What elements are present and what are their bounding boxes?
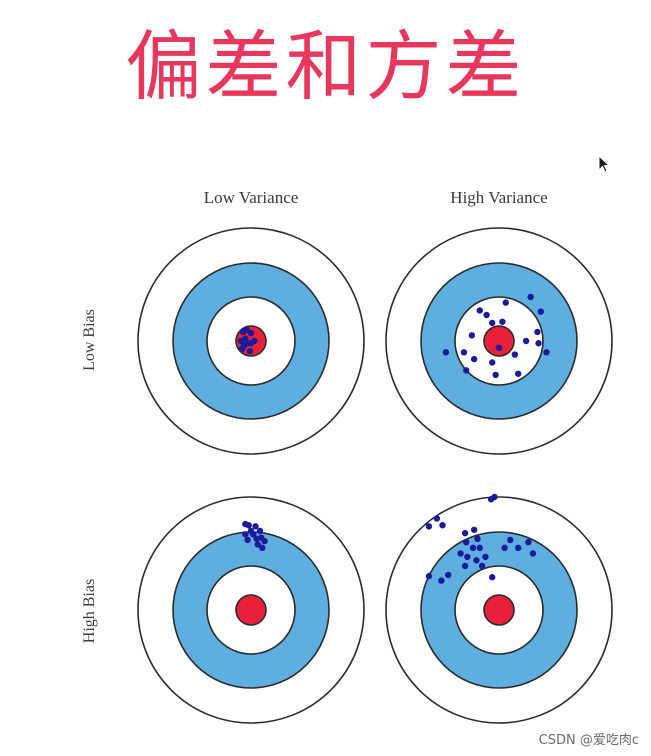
sample-point — [476, 307, 483, 314]
sample-point — [259, 544, 266, 552]
sample-point — [425, 523, 433, 530]
sample-point — [478, 562, 486, 570]
sample-point — [527, 293, 534, 301]
sample-point — [495, 344, 503, 351]
sample-point — [502, 299, 509, 306]
sample-point — [469, 544, 477, 552]
sample-point — [442, 349, 450, 356]
sample-point — [242, 335, 249, 342]
sample-point — [535, 340, 542, 347]
mouse-cursor-icon — [598, 154, 611, 177]
sample-point — [439, 522, 446, 529]
sample-point — [534, 328, 541, 336]
sample-point — [489, 359, 496, 366]
sample-point — [252, 523, 259, 530]
sample-point — [515, 370, 522, 377]
sample-point — [463, 539, 470, 546]
sample-point — [242, 531, 249, 538]
sample-point — [511, 351, 519, 358]
sample-point — [247, 329, 255, 337]
bullseye — [483, 594, 515, 626]
sample-point — [238, 345, 246, 353]
target-low-bias-low-variance — [137, 227, 365, 455]
sample-point — [515, 544, 522, 552]
sample-point — [457, 550, 464, 557]
sample-point — [463, 367, 470, 374]
sample-point — [537, 308, 545, 315]
sample-point — [246, 347, 254, 355]
sample-point — [438, 577, 445, 584]
sample-point — [243, 326, 250, 333]
sample-point — [468, 332, 476, 339]
sample-point — [489, 574, 496, 581]
bullseye — [483, 325, 515, 357]
sample-point — [499, 318, 506, 325]
sample-point — [470, 355, 478, 363]
sample-point — [461, 529, 469, 537]
column-label-low-variance: Low Variance — [203, 188, 299, 207]
sample-point — [247, 527, 255, 535]
sample-point — [444, 571, 452, 579]
sample-point — [425, 572, 433, 580]
sample-point — [470, 526, 478, 533]
sample-point — [491, 493, 498, 501]
sample-point — [433, 515, 441, 522]
watermark: CSDN @爱吃肉c — [538, 733, 639, 748]
sample-point — [529, 550, 537, 557]
sample-point — [245, 522, 252, 529]
sample-point — [543, 349, 550, 356]
sample-point — [261, 537, 268, 545]
page-title: 偏差和方差 — [125, 22, 526, 111]
sample-point — [507, 536, 514, 544]
sample-point — [476, 544, 483, 552]
target-high-bias-high-variance — [385, 493, 613, 724]
target-high-bias-low-variance — [137, 496, 365, 724]
target-low-bias-high-variance — [385, 227, 613, 455]
column-label-high-variance: High Variance — [450, 188, 548, 207]
sample-point — [501, 544, 508, 552]
sample-point — [474, 535, 481, 543]
sample-point — [522, 337, 530, 345]
bullseye — [235, 594, 267, 626]
sample-point — [251, 337, 258, 345]
sample-point — [461, 562, 469, 570]
sample-point — [256, 527, 264, 535]
sample-point — [254, 541, 261, 548]
sample-point — [489, 319, 496, 327]
sample-point — [482, 553, 489, 561]
sample-point — [473, 557, 480, 564]
sample-point — [492, 371, 499, 379]
sample-point — [460, 349, 468, 356]
sample-point — [244, 536, 251, 544]
sample-point — [525, 539, 532, 546]
sample-point — [464, 553, 471, 561]
sample-point — [483, 311, 490, 319]
sample-point — [253, 535, 260, 543]
